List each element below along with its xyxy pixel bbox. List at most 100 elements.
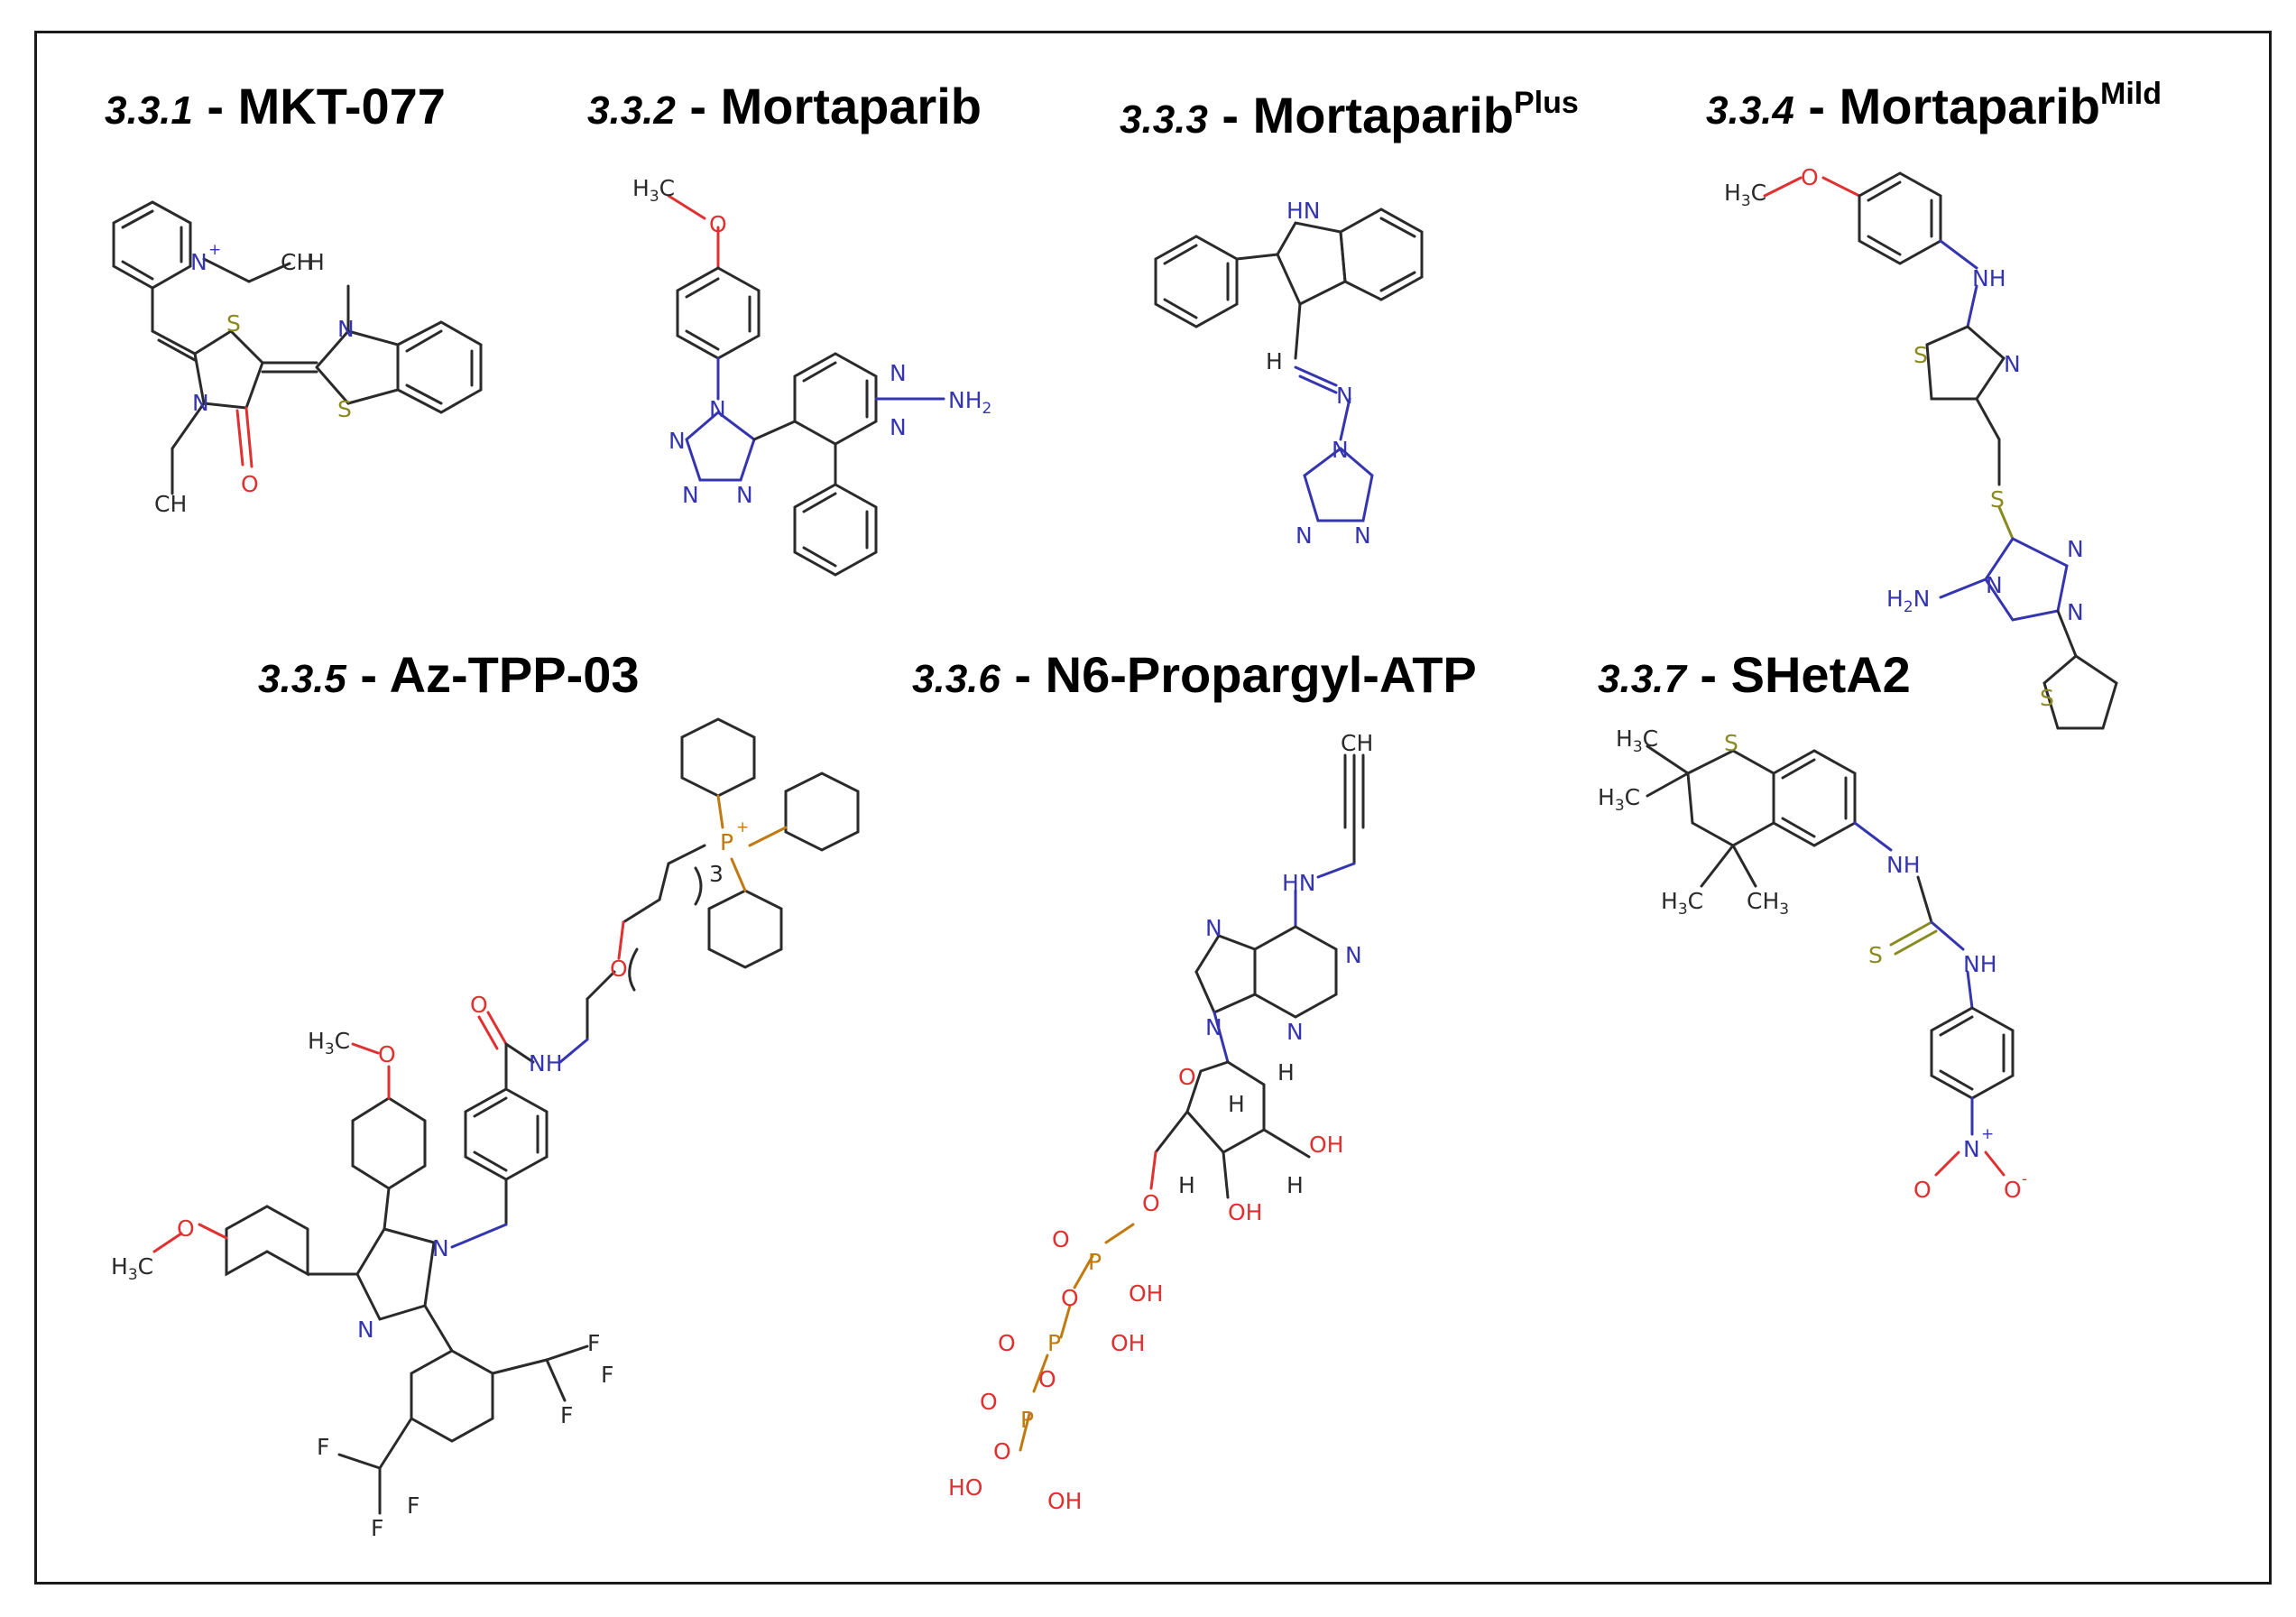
atp-oh3: OH <box>1129 1280 1163 1307</box>
plus-hn: HN <box>1286 198 1321 224</box>
sheta2-h3c2: H3C <box>1598 784 1640 815</box>
aztpp-p: P <box>720 829 733 855</box>
atp-o7: O <box>980 1389 998 1415</box>
atp-oh2: OH <box>1228 1199 1262 1225</box>
title-3-3-2: 3.3.2 - Mortaparib <box>587 78 982 134</box>
atp-p3: P <box>1020 1407 1034 1433</box>
aztpp-h3c2: H3C <box>111 1253 153 1284</box>
atp-ch: CH <box>1341 730 1373 756</box>
aztpp-n1: N <box>432 1235 449 1261</box>
mild-n: N <box>2004 351 2021 377</box>
sheta2-h3c3: H3C <box>1661 888 1703 919</box>
title-3-3-7: 3.3.7 - SHetA2 <box>1598 646 1911 703</box>
atp-o8: O <box>993 1438 1011 1465</box>
mortaparib-o: O <box>709 211 727 237</box>
aztpp-plus: + <box>736 818 749 836</box>
plus-n4: N <box>1354 522 1371 549</box>
atp-p1: P <box>1088 1249 1102 1275</box>
atp-h1: H <box>1277 1059 1295 1086</box>
structure-sheta2: H3C H3C H3C CH3 S NH S NH N + O O - <box>1598 725 2027 1203</box>
aztpp-o3: O <box>378 1041 396 1067</box>
structure-mortaparib-plus: HN H N N N N <box>1154 198 1424 549</box>
figure-frame: 3.3.1 - MKT-077 3.3.2 - Mortaparib 3.3.3… <box>34 31 2272 1585</box>
mortaparib-n2: N <box>669 428 686 454</box>
mild-o: O <box>1801 164 1819 190</box>
title-3-3-1: 3.3.1 - MKT-077 <box>105 78 446 134</box>
mortaparib-n1: N <box>709 396 726 422</box>
sheta2-n: N <box>1963 1136 1980 1162</box>
mild-n1: N <box>2067 536 2084 562</box>
mild-s: S <box>1913 342 1928 368</box>
atp-h2: H <box>1228 1091 1245 1117</box>
atp-oh4: OH <box>1111 1330 1145 1356</box>
aztpp-f1: F <box>587 1330 600 1356</box>
mkt077-ch3-c: H <box>308 249 325 275</box>
structure-aztpp03: P + 3 O O NH H3C O H3C O N N F F F F F F <box>111 717 860 1541</box>
aztpp-nh: NH <box>529 1050 563 1076</box>
mortaparib-n3: N <box>682 482 699 508</box>
mild-n2: N <box>2067 599 2084 625</box>
structure-mkt077: N + CH S N O CH H N S <box>112 200 483 517</box>
aztpp-f6: F <box>371 1515 383 1541</box>
mild-h3c: H3C <box>1724 180 1766 210</box>
plus-n1: N <box>1336 383 1353 409</box>
title-3-3-3: 3.3.3 - MortaparibPlus <box>1120 86 1579 143</box>
sheta2-s: S <box>1724 730 1738 756</box>
structure-mortaparib: H3C O N N N N N N NH2 <box>632 175 991 577</box>
atp-n3: N <box>1205 915 1222 941</box>
mkt077-s1: S <box>226 310 241 337</box>
plus-n3: N <box>1296 522 1313 549</box>
mortaparib-n4: N <box>736 482 753 508</box>
mortaparib-h3c: H3C <box>632 175 675 206</box>
aztpp-f4: F <box>317 1434 329 1460</box>
plus-n2: N <box>1332 437 1349 463</box>
atp-ho: HO <box>948 1474 982 1501</box>
atp-o6: O <box>1038 1366 1056 1392</box>
aztpp-f5: F <box>407 1492 420 1519</box>
mkt077-plus: + <box>208 241 221 259</box>
atp-oh1: OH <box>1309 1132 1343 1158</box>
mortaparib-n5: N <box>890 360 907 386</box>
atp-o5: O <box>998 1330 1016 1356</box>
sheta2-nh1: NH <box>1886 852 1921 878</box>
aztpp-o2: O <box>470 992 488 1018</box>
mkt077-o: O <box>241 471 259 497</box>
mild-h2n: H2N <box>1886 586 1930 616</box>
aztpp-o1: O <box>610 956 628 982</box>
mkt077-s2: S <box>337 396 352 422</box>
atp-o: O <box>1178 1064 1196 1090</box>
sheta2-minus: - <box>2022 1170 2027 1188</box>
atp-o2: O <box>1142 1190 1160 1216</box>
atp-n4: N <box>1205 1014 1222 1040</box>
mortaparib-nh2: NH2 <box>948 387 991 418</box>
mild-s3: S <box>2040 685 2054 711</box>
structures-canvas: 3.3.1 - MKT-077 3.3.2 - Mortaparib 3.3.3… <box>105 77 2162 1541</box>
atp-h4: H <box>1178 1172 1195 1198</box>
mortaparib-n6: N <box>890 414 907 440</box>
mkt077-ch3-a: CH <box>281 249 313 275</box>
sheta2-s2: S <box>1868 942 1883 968</box>
sheta2-h3c1: H3C <box>1616 725 1658 756</box>
atp-n2: N <box>1286 1019 1304 1045</box>
aztpp-f3: F <box>560 1402 573 1428</box>
atp-h3: H <box>1286 1172 1304 1198</box>
sheta2-o1: O <box>1913 1177 1932 1203</box>
sheta2-nh2: NH <box>1963 951 1997 977</box>
atp-p2: P <box>1047 1330 1061 1356</box>
mkt077-n1: N <box>192 390 209 416</box>
atp-o4: O <box>1061 1285 1079 1311</box>
title-3-3-6: 3.3.6 - N6-Propargyl-ATP <box>912 646 1477 703</box>
mkt077-n2: N <box>337 316 355 342</box>
atp-n1: N <box>1345 942 1362 968</box>
title-3-3-4: 3.3.4 - MortaparibMild <box>1706 77 2162 134</box>
sheta2-ch3: CH3 <box>1747 888 1789 919</box>
mild-nh: NH <box>1972 265 2006 291</box>
mkt077-ch3-b: CH <box>154 491 187 517</box>
mild-s2: S <box>1990 486 2005 513</box>
atp-hn: HN <box>1282 870 1316 896</box>
structure-n6-propargyl-atp: CH HN N N N N O H H H H OH OH O O P O OH… <box>948 730 1373 1514</box>
atp-o3: O <box>1052 1226 1070 1252</box>
mkt077-n-plus: N <box>190 249 207 275</box>
aztpp-o4: O <box>177 1215 195 1242</box>
atp-oh5: OH <box>1047 1488 1082 1514</box>
